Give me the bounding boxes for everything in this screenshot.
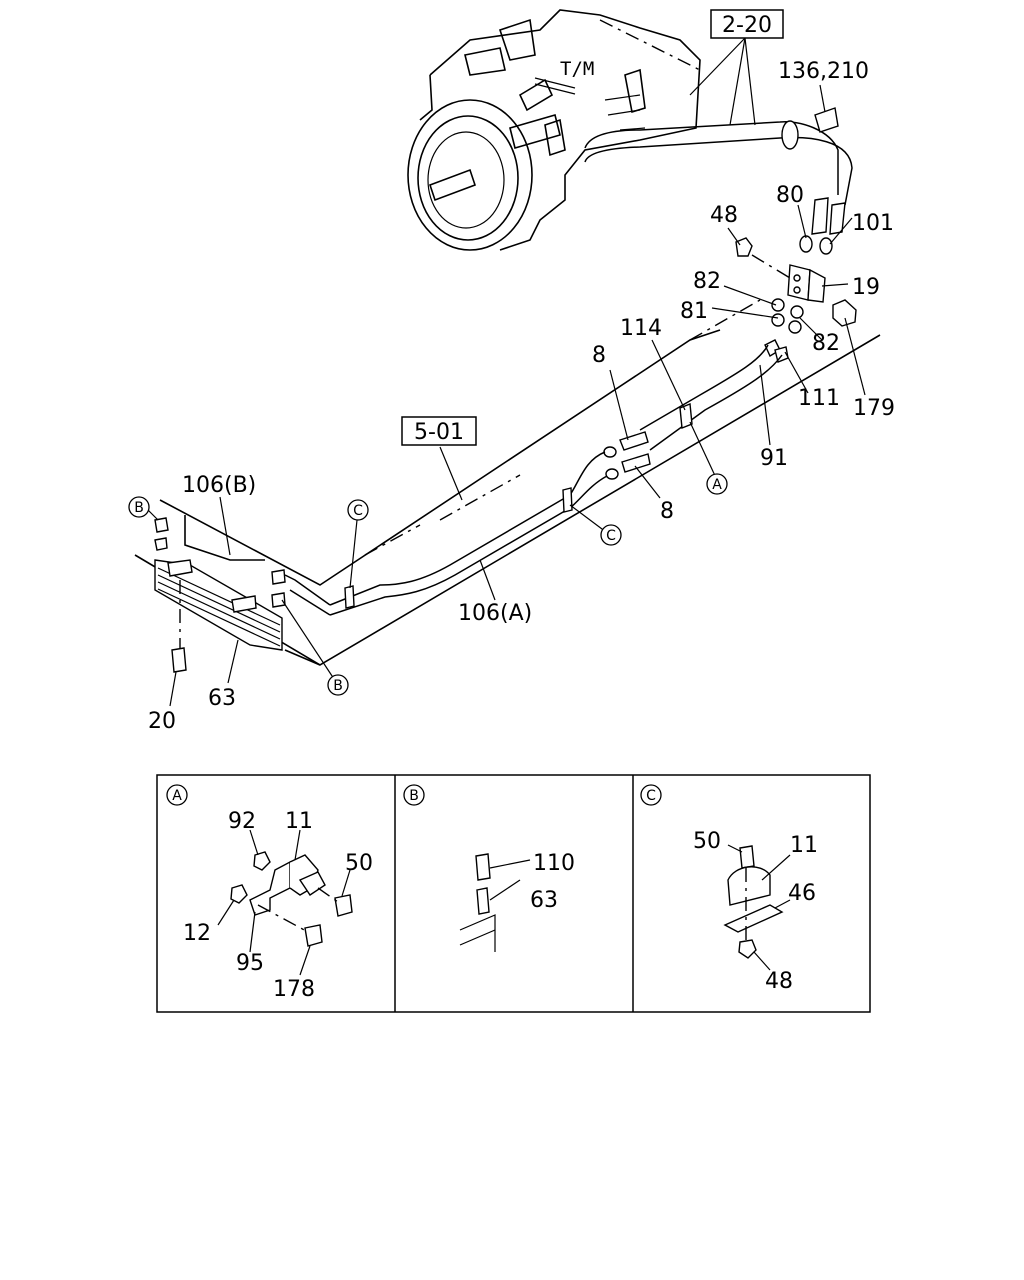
detail-b: B 110 63 [403, 784, 575, 952]
detail-a-label-50: 50 [345, 851, 373, 876]
label-82-lower: 82 [812, 331, 840, 356]
label-106a: 106(A) [458, 601, 532, 626]
label-80: 80 [776, 183, 804, 208]
label-179: 179 [853, 396, 895, 421]
label-91: 91 [760, 446, 788, 471]
label-63: 63 [208, 686, 236, 711]
reference-5-01: 5-01 [401, 416, 477, 446]
label-8-lower: 8 [660, 499, 674, 524]
marker-c-left: C [347, 499, 369, 521]
detail-panels [156, 774, 871, 1013]
svg-text:A: A [172, 788, 182, 804]
bracket-19 [735, 237, 857, 363]
detail-a: A 92 11 50 12 95 178 [166, 784, 373, 1002]
label-101: 101 [852, 211, 894, 236]
detail-c-label-46: 46 [788, 881, 816, 906]
detail-a-label-178: 178 [273, 977, 315, 1002]
label-82-upper: 82 [693, 269, 721, 294]
detail-c-label-48: 48 [765, 969, 793, 994]
svg-text:C: C [646, 788, 656, 804]
label-8-upper: 8 [592, 343, 606, 368]
marker-c-right: C [600, 524, 622, 546]
marker-b-upper: B [128, 496, 150, 518]
label-2-20: 2-20 [722, 13, 772, 38]
label-19: 19 [852, 275, 880, 300]
detail-c-label-11: 11 [790, 833, 818, 858]
label-5-01: 5-01 [414, 420, 464, 445]
detail-a-label-12: 12 [183, 921, 211, 946]
detail-b-label-63: 63 [530, 888, 558, 913]
detail-b-label-110: 110 [533, 851, 575, 876]
leader-lines [147, 37, 866, 707]
svg-text:B: B [333, 678, 343, 694]
oil-cooler [154, 517, 286, 673]
reference-2-20: 2-20 [710, 9, 784, 39]
label-20: 20 [148, 709, 176, 734]
detail-a-label-92: 92 [228, 809, 256, 834]
svg-text:C: C [606, 528, 616, 544]
label-48: 48 [710, 203, 738, 228]
label-106b: 106(B) [182, 473, 256, 498]
detail-a-label-95: 95 [236, 951, 264, 976]
oil-cooler-lines [284, 344, 783, 616]
transmission-oil-lines [584, 107, 853, 255]
label-111: 111 [798, 386, 840, 411]
detail-c-label-50: 50 [693, 829, 721, 854]
marker-a-main: A [706, 473, 728, 495]
svg-text:B: B [134, 500, 144, 516]
marker-b-lower: B [327, 674, 349, 696]
transmission-housing [407, 9, 701, 251]
label-81: 81 [680, 299, 708, 324]
label-136-210: 136,210 [778, 59, 869, 84]
svg-text:B: B [409, 788, 419, 804]
label-114: 114 [620, 316, 662, 341]
svg-text:A: A [712, 477, 722, 493]
svg-text:C: C [353, 503, 363, 519]
label-tm: T/M [560, 58, 594, 80]
detail-a-label-11: 11 [285, 809, 313, 834]
detail-c: C 50 11 46 48 [640, 784, 818, 994]
